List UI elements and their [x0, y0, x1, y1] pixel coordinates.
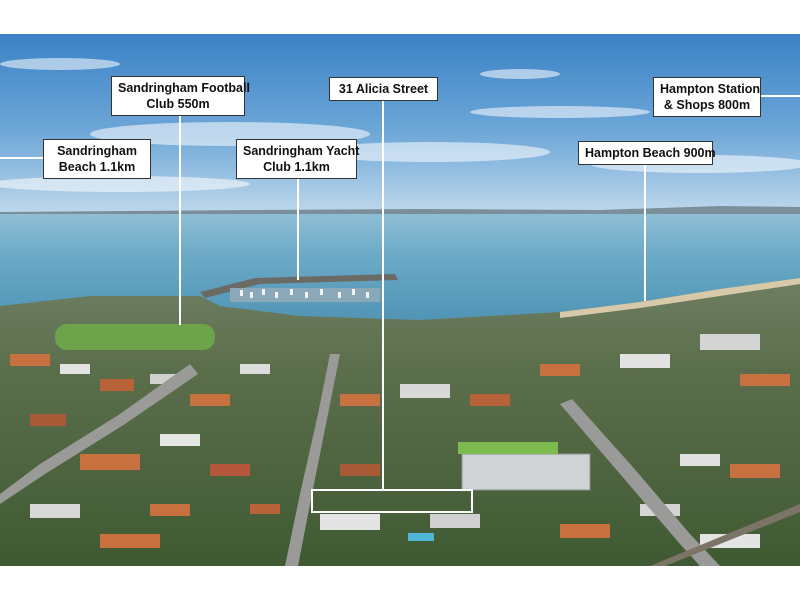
street-alicia — [285, 354, 340, 566]
callout-line: Hampton Beach 900m — [585, 146, 716, 160]
street-diagonal — [560, 399, 720, 566]
callout-sandringham-yacht-club: Sandringham Yacht Club 1.1km — [236, 139, 360, 179]
railway — [650, 504, 800, 566]
street-left — [0, 364, 198, 504]
property-boundary — [311, 489, 473, 513]
pool — [408, 533, 434, 541]
callout-line: Sandringham Football — [118, 81, 250, 95]
callout-line: Hampton Station — [660, 82, 760, 96]
leader-yacht — [297, 177, 299, 280]
callout-line: 31 Alicia Street — [338, 82, 429, 96]
aerial-photo — [0, 34, 800, 566]
leader-beach — [0, 157, 44, 159]
leader-hampton-station — [760, 95, 800, 97]
callout-line: Sandringham Yacht — [243, 144, 360, 158]
breakwater — [200, 274, 398, 298]
callout-sandringham-football-club: Sandringham Football Club 550m — [111, 76, 250, 116]
callout-hampton-station-shops: Hampton Station & Shops 800m — [653, 77, 761, 117]
beach-strip — [560, 278, 800, 318]
callout-line: Club 1.1km — [263, 160, 330, 174]
callout-line: Beach 1.1km — [58, 160, 136, 174]
callout-hampton-beach: Hampton Beach 900m — [578, 141, 716, 165]
callout-line: & Shops 800m — [663, 98, 751, 112]
callout-line: Sandringham — [57, 144, 137, 158]
apartment-building — [461, 453, 591, 491]
suburb-roofs — [10, 334, 790, 548]
callout-line: Club 550m — [146, 97, 210, 111]
marina-boats — [230, 288, 380, 302]
distant-shore — [0, 206, 800, 215]
leader-football — [179, 115, 181, 325]
green-lawn — [458, 442, 558, 454]
callout-sandringham-beach: Sandringham Beach 1.1km — [43, 139, 151, 179]
leader-alicia — [382, 101, 384, 491]
football-oval — [55, 324, 215, 350]
leader-hampton-beach — [644, 165, 646, 301]
callout-31-alicia-street: 31 Alicia Street — [329, 77, 438, 101]
